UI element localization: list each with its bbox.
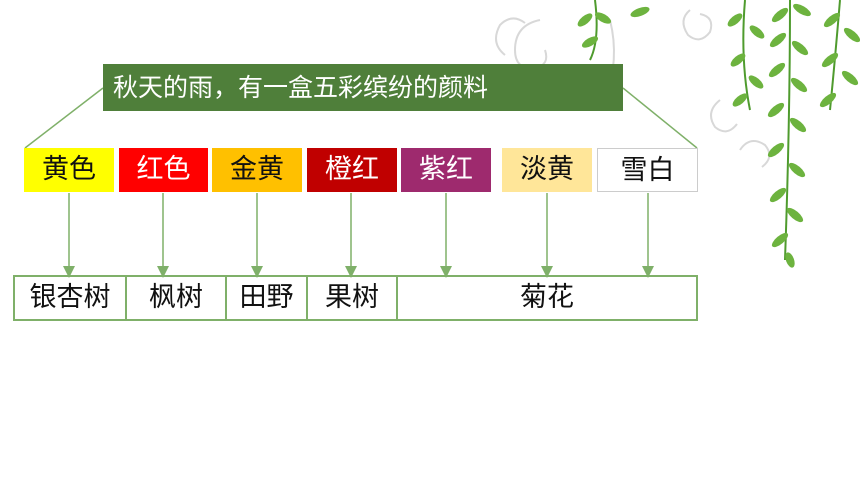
objects-row: 银杏树 枫树 田野 果树 菊花 [13, 275, 698, 321]
object-fruit-tree: 果树 [325, 282, 379, 313]
color-yellow: 黄色 [24, 148, 114, 192]
object-divider [396, 277, 398, 319]
object-chrysanthemum: 菊花 [520, 282, 574, 313]
color-red: 红色 [119, 148, 208, 192]
object-field: 田野 [239, 282, 294, 313]
object-divider [225, 277, 227, 319]
color-orange-red: 橙红 [307, 148, 397, 192]
object-divider [306, 277, 308, 319]
title-left-connector [24, 87, 104, 149]
object-maple: 枫树 [149, 282, 203, 313]
title-banner: 秋天的雨，有一盒五彩缤纷的颜料 [103, 64, 623, 111]
color-purple-red: 紫红 [401, 148, 491, 192]
color-light-yellow: 淡黄 [502, 148, 592, 192]
color-snow-white: 雪白 [597, 148, 698, 192]
object-divider [125, 277, 127, 319]
title-right-connector [622, 87, 698, 149]
color-golden: 金黄 [212, 148, 302, 192]
object-ginkgo: 银杏树 [29, 282, 111, 313]
